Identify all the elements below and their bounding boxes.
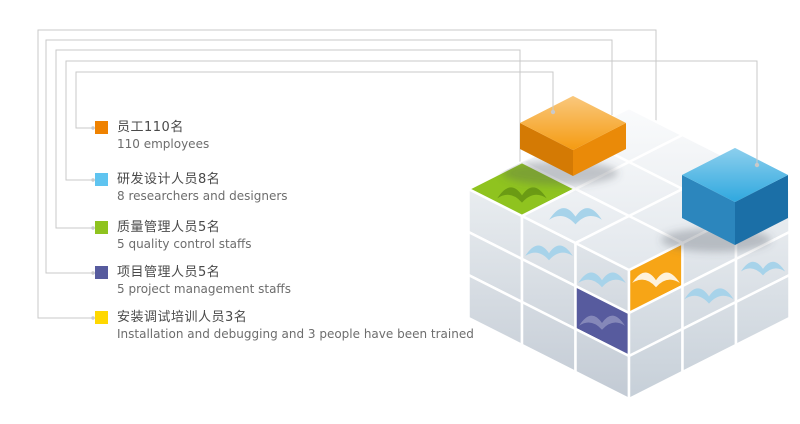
quality-label-zh: 质量管理人员5名: [117, 220, 221, 235]
legend-item-employees: 员工110名 110 employees: [95, 119, 209, 152]
project-swatch: [95, 266, 108, 279]
installation-label-en: Installation and debugging and 3 people …: [117, 327, 474, 341]
raised-orange-cube: [520, 96, 626, 176]
connector-lines-front: [65, 60, 758, 181]
raised-orange-left-face: [520, 123, 573, 176]
connector-employees: [75, 71, 554, 129]
legend-item-quality: 质量管理人员5名 5 quality control staffs: [95, 219, 252, 252]
installation-label-zh: 安装调试培训人员3名: [117, 310, 248, 325]
legend-item-installation: 安装调试培训人员3名 Installation and debugging an…: [95, 309, 474, 342]
connector-project: [45, 39, 613, 274]
raised-orange-right-face: [573, 123, 626, 176]
connector-installation: [37, 29, 657, 319]
raised-blue-right-face: [735, 175, 788, 245]
project-label-zh: 项目管理人员5名: [117, 265, 221, 280]
employees-swatch: [95, 121, 108, 134]
raised-blue-cube: [682, 148, 788, 245]
quality-swatch: [95, 221, 108, 234]
connector-researchers: [65, 60, 758, 181]
connector-quality: [55, 49, 521, 229]
researchers-label-en: 8 researchers and designers: [117, 189, 288, 203]
connector-lines-back: [37, 29, 657, 319]
legend-item-project: 项目管理人员5名 5 project management staffs: [95, 264, 291, 297]
employees-label-en: 110 employees: [117, 137, 210, 151]
employees-label-zh: 员工110名: [117, 120, 184, 135]
legend-item-researchers: 研发设计人员8名 8 researchers and designers: [95, 171, 288, 204]
raised-blue-left-face: [682, 175, 735, 245]
connector-end-dots: [550, 109, 760, 168]
installation-swatch: [95, 311, 108, 324]
researchers-swatch: [95, 173, 108, 186]
project-label-en: 5 project management staffs: [117, 282, 291, 296]
researchers-label-zh: 研发设计人员8名: [117, 172, 221, 187]
quality-label-en: 5 quality control staffs: [117, 237, 252, 251]
